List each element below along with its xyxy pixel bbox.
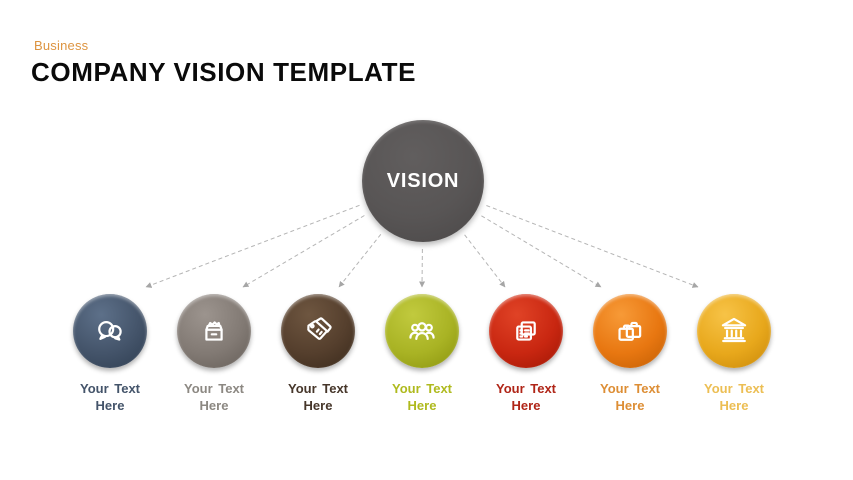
vision-item: Your Text Here: [570, 294, 690, 414]
page-title: COMPANY VISION TEMPLATE: [31, 57, 417, 87]
vision-circle: VISION: [362, 120, 484, 242]
cards-icon: [516, 321, 536, 341]
item-circle: [593, 294, 667, 368]
vision-item: Your Text Here: [258, 294, 378, 414]
item-label: Your Text Here: [391, 381, 453, 413]
archive-box-icon: [205, 321, 223, 341]
vision-item: Your Text Here: [50, 294, 170, 414]
category-label: Business: [34, 38, 89, 53]
item-circle: [177, 294, 251, 368]
dashed-arrow-line: [464, 234, 506, 288]
vision-item: Your Text Here: [466, 294, 586, 414]
item-circle: [697, 294, 771, 368]
vision-label: VISION: [386, 169, 460, 192]
item-label: Your Text Here: [183, 381, 245, 413]
item-label: Your Text Here: [599, 381, 661, 413]
vision-item: Your Text Here: [154, 294, 274, 414]
item-label: Your Text Here: [287, 381, 349, 413]
dashed-arrow-line: [486, 205, 699, 288]
item-circle: [489, 294, 563, 368]
vision-item: Your Text Here: [362, 294, 482, 414]
item-circle: [73, 294, 147, 368]
dashed-arrow-line: [481, 215, 602, 288]
item-label: Your Text Here: [495, 381, 557, 413]
item-circle: [281, 294, 355, 368]
dashed-arrow-line: [338, 233, 382, 288]
vision-item: Your Text Here: [674, 294, 794, 414]
item-label: Your Text Here: [79, 381, 141, 413]
dashed-arrow-line: [242, 215, 365, 288]
briefcases-icon: [618, 321, 642, 341]
dashed-arrow-line: [145, 204, 360, 288]
people-icon: [409, 322, 435, 341]
price-tags-icon: [307, 317, 332, 340]
chat-icon: [98, 321, 122, 341]
item-label: Your Text Here: [703, 381, 765, 413]
item-circle: [385, 294, 459, 368]
bank-icon: [721, 317, 747, 343]
